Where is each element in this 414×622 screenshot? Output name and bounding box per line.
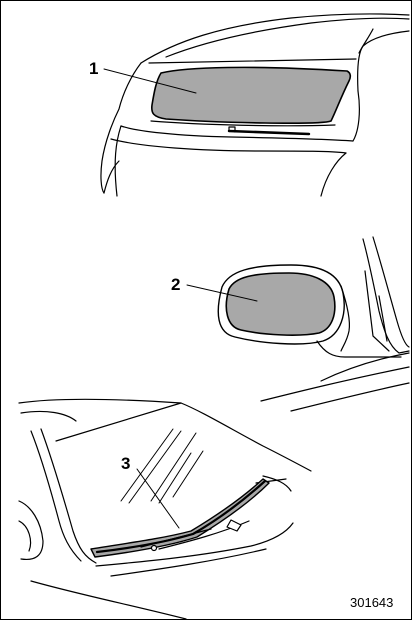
callout-number-2: 2 [171,275,180,294]
callout-number-3: 3 [121,454,130,473]
rear-window-glass [152,67,351,123]
mirror-glass [226,273,335,335]
figure-code: 301643 [350,595,393,610]
callout-number-1: 1 [89,59,98,78]
wiper-assembly [91,479,269,557]
callout-leader-3 [137,469,179,528]
